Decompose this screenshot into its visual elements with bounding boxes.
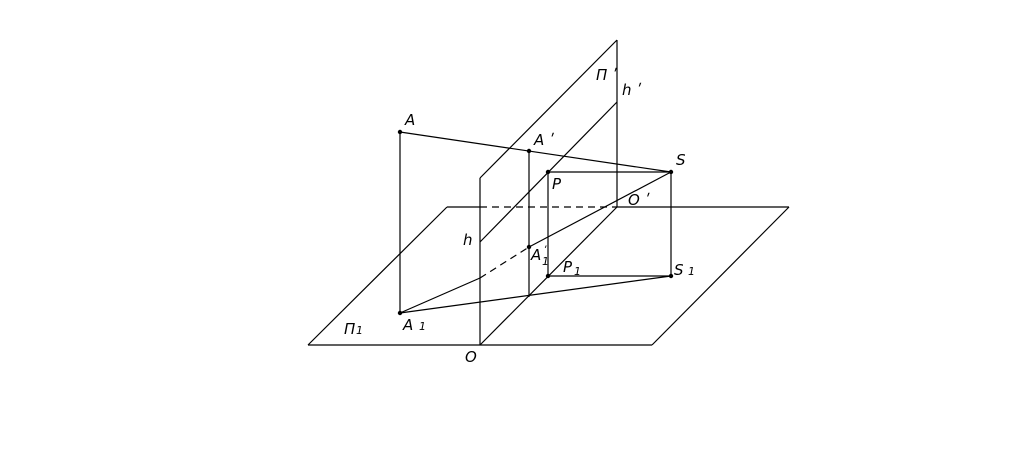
label-p1: P [563,258,573,276]
label-h: h [463,231,473,249]
label-pi1: Π [344,320,355,338]
plane-right-edge [651,206,790,346]
label-a-prime: A ʹ [533,131,555,149]
label-a: A [404,111,415,129]
label-a1-prime: A [530,246,541,264]
point-p [545,169,551,175]
point-s1 [668,273,674,279]
point-a-prime [526,148,532,154]
label-s1-subscript: 1 [688,265,695,278]
label-p1-subscript: 1 [574,265,581,278]
point-a1-prime [526,244,532,250]
plane-left-edge [307,206,448,346]
label-s1: S [674,261,684,279]
line-a1-to-s [399,277,481,314]
points [397,129,674,316]
point-a1 [397,310,403,316]
line-a1-to-s1 [399,275,672,314]
label-pi-prime: Π ʹ [596,66,618,84]
label-pi1-subscript: 1 [356,324,363,337]
label-h-prime: h ʹ [622,81,642,99]
label-a1: A [402,316,413,334]
point-p1 [545,273,551,279]
label-a1-subscript: 1 [419,320,426,333]
label-o: O [465,348,477,366]
point-s [668,169,674,175]
label-p: P [552,175,562,193]
picture-plane-top-edge [479,39,618,179]
labels: A A ʹ A 1 A 1 ʹ S S 1 P P 1 h h ʹ Π ʹ Π … [344,66,695,366]
line-a1-to-s-hidden [479,246,530,279]
line-a-to-s [399,131,672,173]
projection-lines [399,131,672,314]
line-a1-prime-to-s [528,171,672,248]
label-o-prime: O ʹ [628,191,651,209]
label-a1-prime-subscript: 1 [542,255,549,268]
label-s: S [676,151,686,169]
point-a [397,129,403,135]
label-a1-prime-mark: ʹ [543,244,547,257]
